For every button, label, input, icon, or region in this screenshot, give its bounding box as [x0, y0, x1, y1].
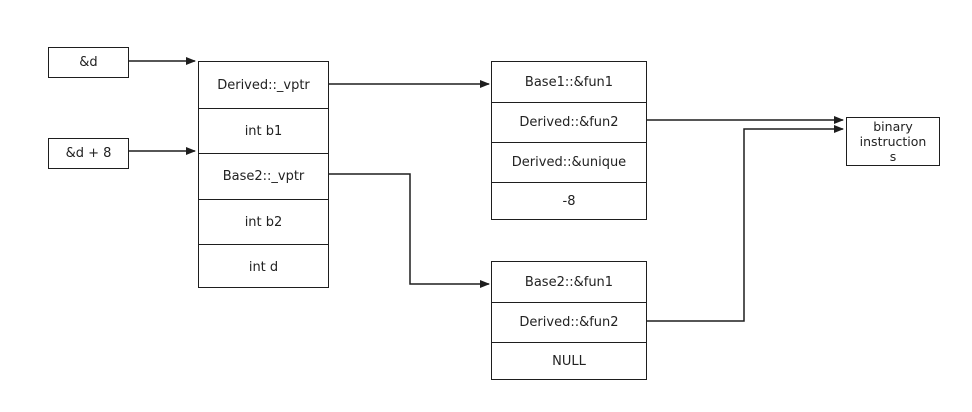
arrow-base2-vptr-to-vtable2	[329, 173, 490, 288]
addr-d-plus-8-label: &d + 8	[48, 138, 129, 169]
vtable2-box: Base2::&fun1 Derived::&fun2 NULL	[491, 261, 647, 380]
addr-d-text: &d	[79, 55, 98, 70]
binary-text-line3: s	[889, 149, 897, 164]
vtable1-cell-derived-unique: Derived::&unique	[492, 142, 646, 182]
object-cell-int-d: int d	[199, 244, 328, 289]
binary-text-line1: binary	[873, 119, 913, 134]
vtable1-cell-offset: -8	[492, 182, 646, 220]
addr-d-label: &d	[48, 47, 129, 78]
object-cell-derived-vptr: Derived::_vptr	[217, 77, 310, 93]
addr-d-plus-8-text: &d + 8	[65, 146, 112, 161]
vtable2-cell-derived-fun2: Derived::&fun2	[492, 302, 646, 342]
vtable1-cell-derived-fun2: Derived::&fun2	[492, 102, 646, 142]
object-cell-int-b2: int b2	[199, 199, 328, 244]
binary-instructions-box: binary instruction s	[846, 117, 940, 166]
arrow-vtable2-fun2-to-binary	[647, 125, 844, 322]
object-cell-int-b1: int b1	[199, 108, 328, 153]
vtable1-cell-base1-fun1: Base1::&fun1	[524, 74, 614, 90]
binary-text-line2: instruction	[859, 134, 927, 149]
vtable2-cell-null: NULL	[492, 342, 646, 380]
vtable2-cell-base2-fun1: Base2::&fun1	[524, 274, 614, 290]
vtable1-box: Base1::&fun1 Derived::&fun2 Derived::&un…	[491, 61, 647, 220]
object-cell-base2-vptr: Base2::_vptr	[199, 153, 328, 199]
object-layout-box: Derived::_vptr int b1 Base2::_vptr int b…	[198, 61, 329, 288]
